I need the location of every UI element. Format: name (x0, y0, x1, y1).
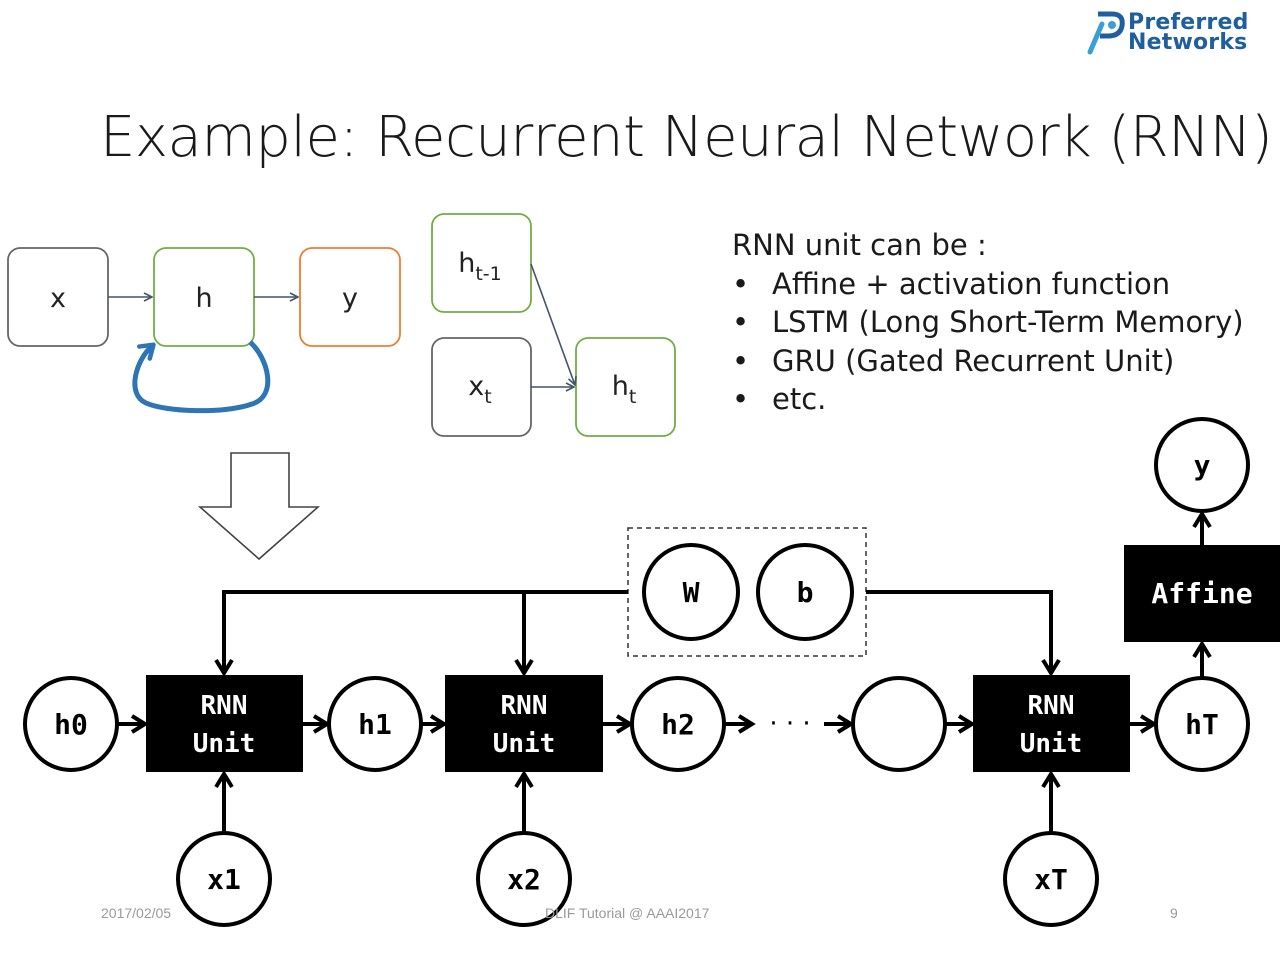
h-prev-to-h-t-arrow (530, 263, 575, 385)
param-b-node (756, 543, 854, 641)
unroll-down-arrow-icon (197, 452, 321, 561)
rnn-unit-T (973, 675, 1130, 772)
param-w-node (642, 543, 740, 641)
x-t-label: xt (468, 371, 491, 408)
h-prev-label: ht-1 (458, 248, 502, 285)
notes-item: • etc. (732, 380, 1280, 419)
rnn-unit-label-line2: Unit (193, 729, 256, 759)
h-t-label: ht (612, 371, 637, 408)
footer-event: DLIF Tutorial @ AAAI2017 (545, 905, 710, 921)
output-label: y (1194, 449, 1211, 482)
notes-heading: RNN unit can be : (732, 228, 987, 262)
input-label: xT (1034, 863, 1068, 896)
param-b-label: b (797, 576, 814, 609)
h-prev-node (431, 213, 532, 313)
notes-item-text: GRU (Gated Recurrent Unit) (772, 343, 1175, 378)
input-label: x1 (207, 863, 241, 896)
notes-item: • LSTM (Long Short-Term Memory) (732, 303, 1280, 342)
bullet-icon: • (732, 382, 750, 416)
logo-text-line1: Preferred (1128, 10, 1249, 35)
bullet-icon: • (732, 305, 750, 339)
footer-date: 2017/02/05 (101, 905, 172, 921)
hidden-state-label: h0 (54, 708, 88, 741)
hidden-state-node-empty (851, 676, 947, 772)
input-label: x2 (507, 863, 541, 896)
hidden-state-label: hT (1185, 708, 1219, 741)
affine-label: Affine (1151, 577, 1252, 610)
notes-list: • Affine + activation function • LSTM (Lon… (732, 265, 1280, 419)
rnn-unit-1 (146, 675, 303, 772)
param-to-unit1-arrow (214, 590, 628, 677)
rnn-unit-label-line2: Unit (493, 729, 556, 759)
notes-item-text: etc. (772, 382, 827, 416)
y-node-label: y (342, 283, 358, 314)
rnn-unit-label-line2: Unit (1020, 729, 1083, 759)
rnn-unit-2 (445, 675, 603, 772)
step-diagram: ht-1 xt ht (431, 213, 676, 437)
h-node-label: h (195, 283, 212, 314)
slide-title: Example: Recurrent Neural Network (RNN) (100, 105, 1273, 170)
notes-item: • Affine + activation function (732, 265, 1280, 304)
output-node-y (1154, 417, 1250, 513)
h-t-node (575, 337, 676, 437)
unrolled-rnn: W b h0 h1 h2 hT RNN Unit RNN Unit (23, 417, 1280, 927)
logo-text-line2: Networks (1128, 30, 1248, 55)
param-to-unitT-arrow (866, 590, 1061, 677)
rnn-unit-label-line1: RNN (201, 691, 248, 721)
hidden-state-label: h2 (661, 708, 695, 741)
rnn-unit-notes: RNN unit can be : • Affine + activation f… (732, 226, 1280, 419)
param-w-label: W (683, 576, 700, 609)
x-node-label: x (50, 283, 66, 314)
recurrent-loop-arrow (132, 340, 271, 414)
bullet-icon: • (732, 343, 750, 378)
notes-item-text: LSTM (Long Short-Term Memory) (772, 305, 1244, 339)
rnn-unit-label-line1: RNN (1028, 691, 1075, 721)
bullet-icon: • (732, 266, 750, 301)
notes-item: • GRU (Gated Recurrent Unit) (732, 342, 1280, 381)
hidden-state-label: h1 (358, 708, 392, 741)
pfn-logo-icon (1087, 11, 1125, 55)
y-node (299, 247, 401, 347)
rnn-unit-label-line1: RNN (501, 691, 548, 721)
affine-layer (1124, 545, 1280, 642)
ellipsis: · · · (769, 709, 810, 739)
recurrent-diagram: x h y (7, 247, 401, 414)
preferred-networks-logo: Preferred Networks (1082, 10, 1272, 56)
footer-page-number: 9 (1170, 905, 1178, 921)
notes-item-text: Affine + activation function (772, 266, 1171, 301)
